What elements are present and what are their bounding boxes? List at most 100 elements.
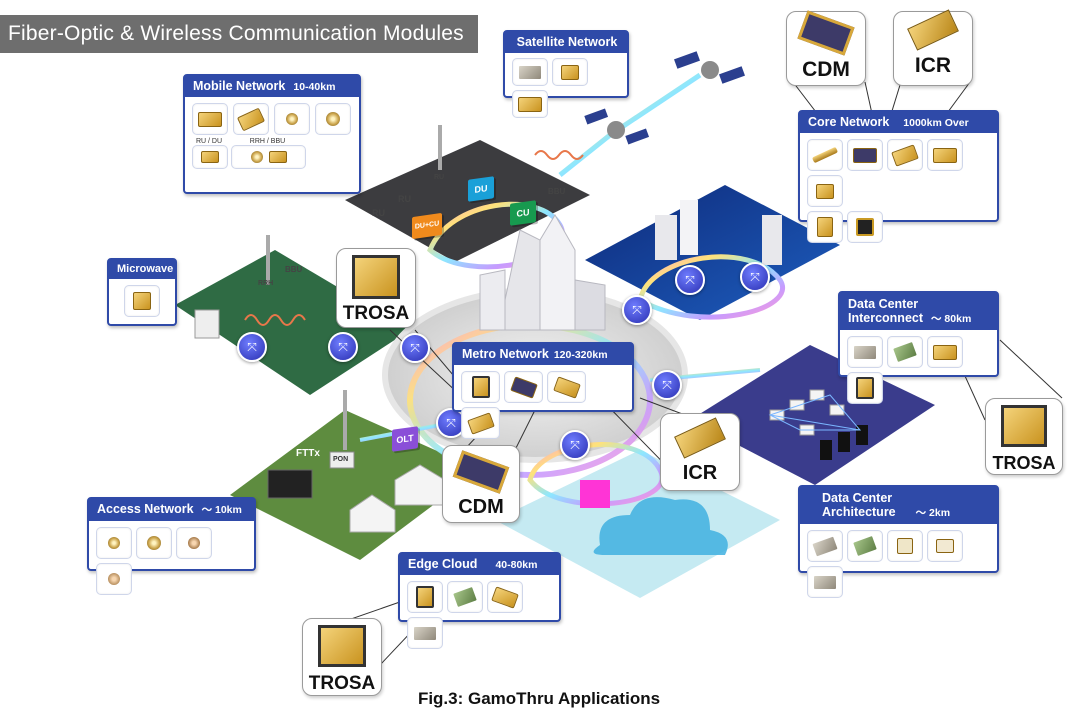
module-thumb <box>807 530 843 562</box>
module-thumb <box>887 139 923 171</box>
module-thumb <box>807 211 843 243</box>
tower-2 <box>539 214 576 331</box>
module-thumb <box>847 530 883 562</box>
module-thumb <box>96 563 132 595</box>
card-access-network: Access Network ～ 10km <box>87 497 256 595</box>
figure-caption: Fig.3: GamoThru Applications <box>417 689 661 708</box>
card-microwave: Microwave <box>107 258 177 326</box>
module-thumb <box>807 566 843 598</box>
card-title-text: Architecture <box>822 505 896 519</box>
icr-module-icon <box>674 417 726 459</box>
card-title: Data Center Architecture～ 2km <box>800 487 997 524</box>
module-thumb <box>847 336 883 368</box>
callout-icr-top: ICR <box>893 9 973 86</box>
core-building-3 <box>762 215 782 265</box>
module-thumb <box>504 371 543 403</box>
module-thumb <box>233 103 269 135</box>
card-title: Satellite Network <box>505 32 627 53</box>
card-range: ～ 80km <box>931 313 972 325</box>
module-thumb <box>847 372 883 404</box>
card-range: 40-80km <box>495 559 538 571</box>
module-thumb <box>927 336 963 368</box>
card-title-text: Access Network <box>97 502 194 516</box>
callout-label: TROSA <box>342 303 410 324</box>
card-data-center-architecture: Data Center Architecture～ 2km <box>798 485 999 598</box>
fttx-label: FTTx <box>296 448 320 459</box>
module-thumb <box>192 145 228 169</box>
router-icon: ⤧ <box>622 295 652 325</box>
router-icon: ⤧ <box>560 430 590 460</box>
callout-icr-mid: ICR <box>660 413 740 491</box>
module-thumb <box>124 285 160 317</box>
router-icon: ⤧ <box>237 332 267 362</box>
tower-4 <box>479 269 506 331</box>
module-thumb <box>847 211 883 243</box>
card-range: 1000km Over <box>903 117 969 129</box>
dc-mesh <box>768 394 862 431</box>
card-range: 120-320km <box>553 349 608 361</box>
pon-box <box>329 451 355 469</box>
module-thumb <box>274 103 310 135</box>
group-label: RRH / BBU <box>249 138 286 145</box>
bbu-label: BBU <box>548 187 566 196</box>
satellite-2 <box>584 108 650 145</box>
callout-label: CDM <box>458 496 504 518</box>
callout-label: TROSA <box>308 673 376 694</box>
card-satellite-network: Satellite Network <box>503 30 629 118</box>
card-range: ～ 10km <box>201 504 242 516</box>
cdm-module-icon <box>797 10 855 56</box>
module-thumb <box>407 617 443 649</box>
module-thumb <box>552 58 588 86</box>
rrh-label: RRH <box>258 280 274 287</box>
trosa-module-icon <box>1001 405 1047 447</box>
satellite-signal <box>534 150 584 160</box>
card-title-text: Interconnect <box>848 311 924 325</box>
satellite-1 <box>674 51 745 84</box>
cu-box: CU <box>510 200 536 226</box>
module-thumb <box>927 139 963 171</box>
card-title: Microwave <box>109 260 175 279</box>
core-building-1 <box>655 215 677 260</box>
card-title-text: Metro Network <box>462 347 549 361</box>
laptop <box>267 469 313 499</box>
router-icon: ⤧ <box>675 265 705 295</box>
module-thumb <box>807 175 843 207</box>
router-icon: ⤧ <box>652 370 682 400</box>
module-thumb <box>512 58 548 86</box>
callout-label: ICR <box>914 54 952 77</box>
microwave-signal <box>244 314 306 326</box>
ru-label-1: RU <box>372 208 385 218</box>
card-edge-cloud: Edge Cloud 40-80km <box>398 552 561 649</box>
callout-label: TROSA <box>992 453 1056 473</box>
group-label: RU / DU <box>195 138 223 145</box>
module-thumb <box>192 103 228 135</box>
micro-dish-base <box>194 309 220 339</box>
callout-trosa-bottom: TROSA <box>302 618 382 696</box>
pon-label: PON <box>333 456 349 463</box>
module-thumb <box>547 371 586 403</box>
card-title-text: Data Center <box>848 297 919 311</box>
card-title-text: Edge Cloud <box>408 557 478 571</box>
card-metro-network: Metro Network 120-320km <box>452 342 634 439</box>
icr-module-icon <box>907 9 959 51</box>
page-title: Fiber-Optic & Wireless Communication Mod… <box>0 15 478 53</box>
cdm-module-icon <box>452 450 510 494</box>
module-thumb <box>512 90 548 118</box>
module-thumb <box>96 527 132 559</box>
callout-cdm-mid: CDM <box>442 445 520 523</box>
module-thumb <box>461 407 500 439</box>
module-thumb <box>176 527 212 559</box>
module-thumb <box>847 139 883 171</box>
tower-1 <box>504 229 541 331</box>
trosa-module-icon <box>318 625 366 667</box>
card-title: Edge Cloud 40-80km <box>400 554 559 575</box>
card-title-text: Microwave <box>117 263 174 275</box>
ducu-box: DU+CU <box>412 212 442 240</box>
card-title: Data Center Interconnect ～ 80km <box>840 293 997 330</box>
card-title: Access Network ～ 10km <box>89 499 254 521</box>
core-fiber-ring <box>637 254 785 320</box>
